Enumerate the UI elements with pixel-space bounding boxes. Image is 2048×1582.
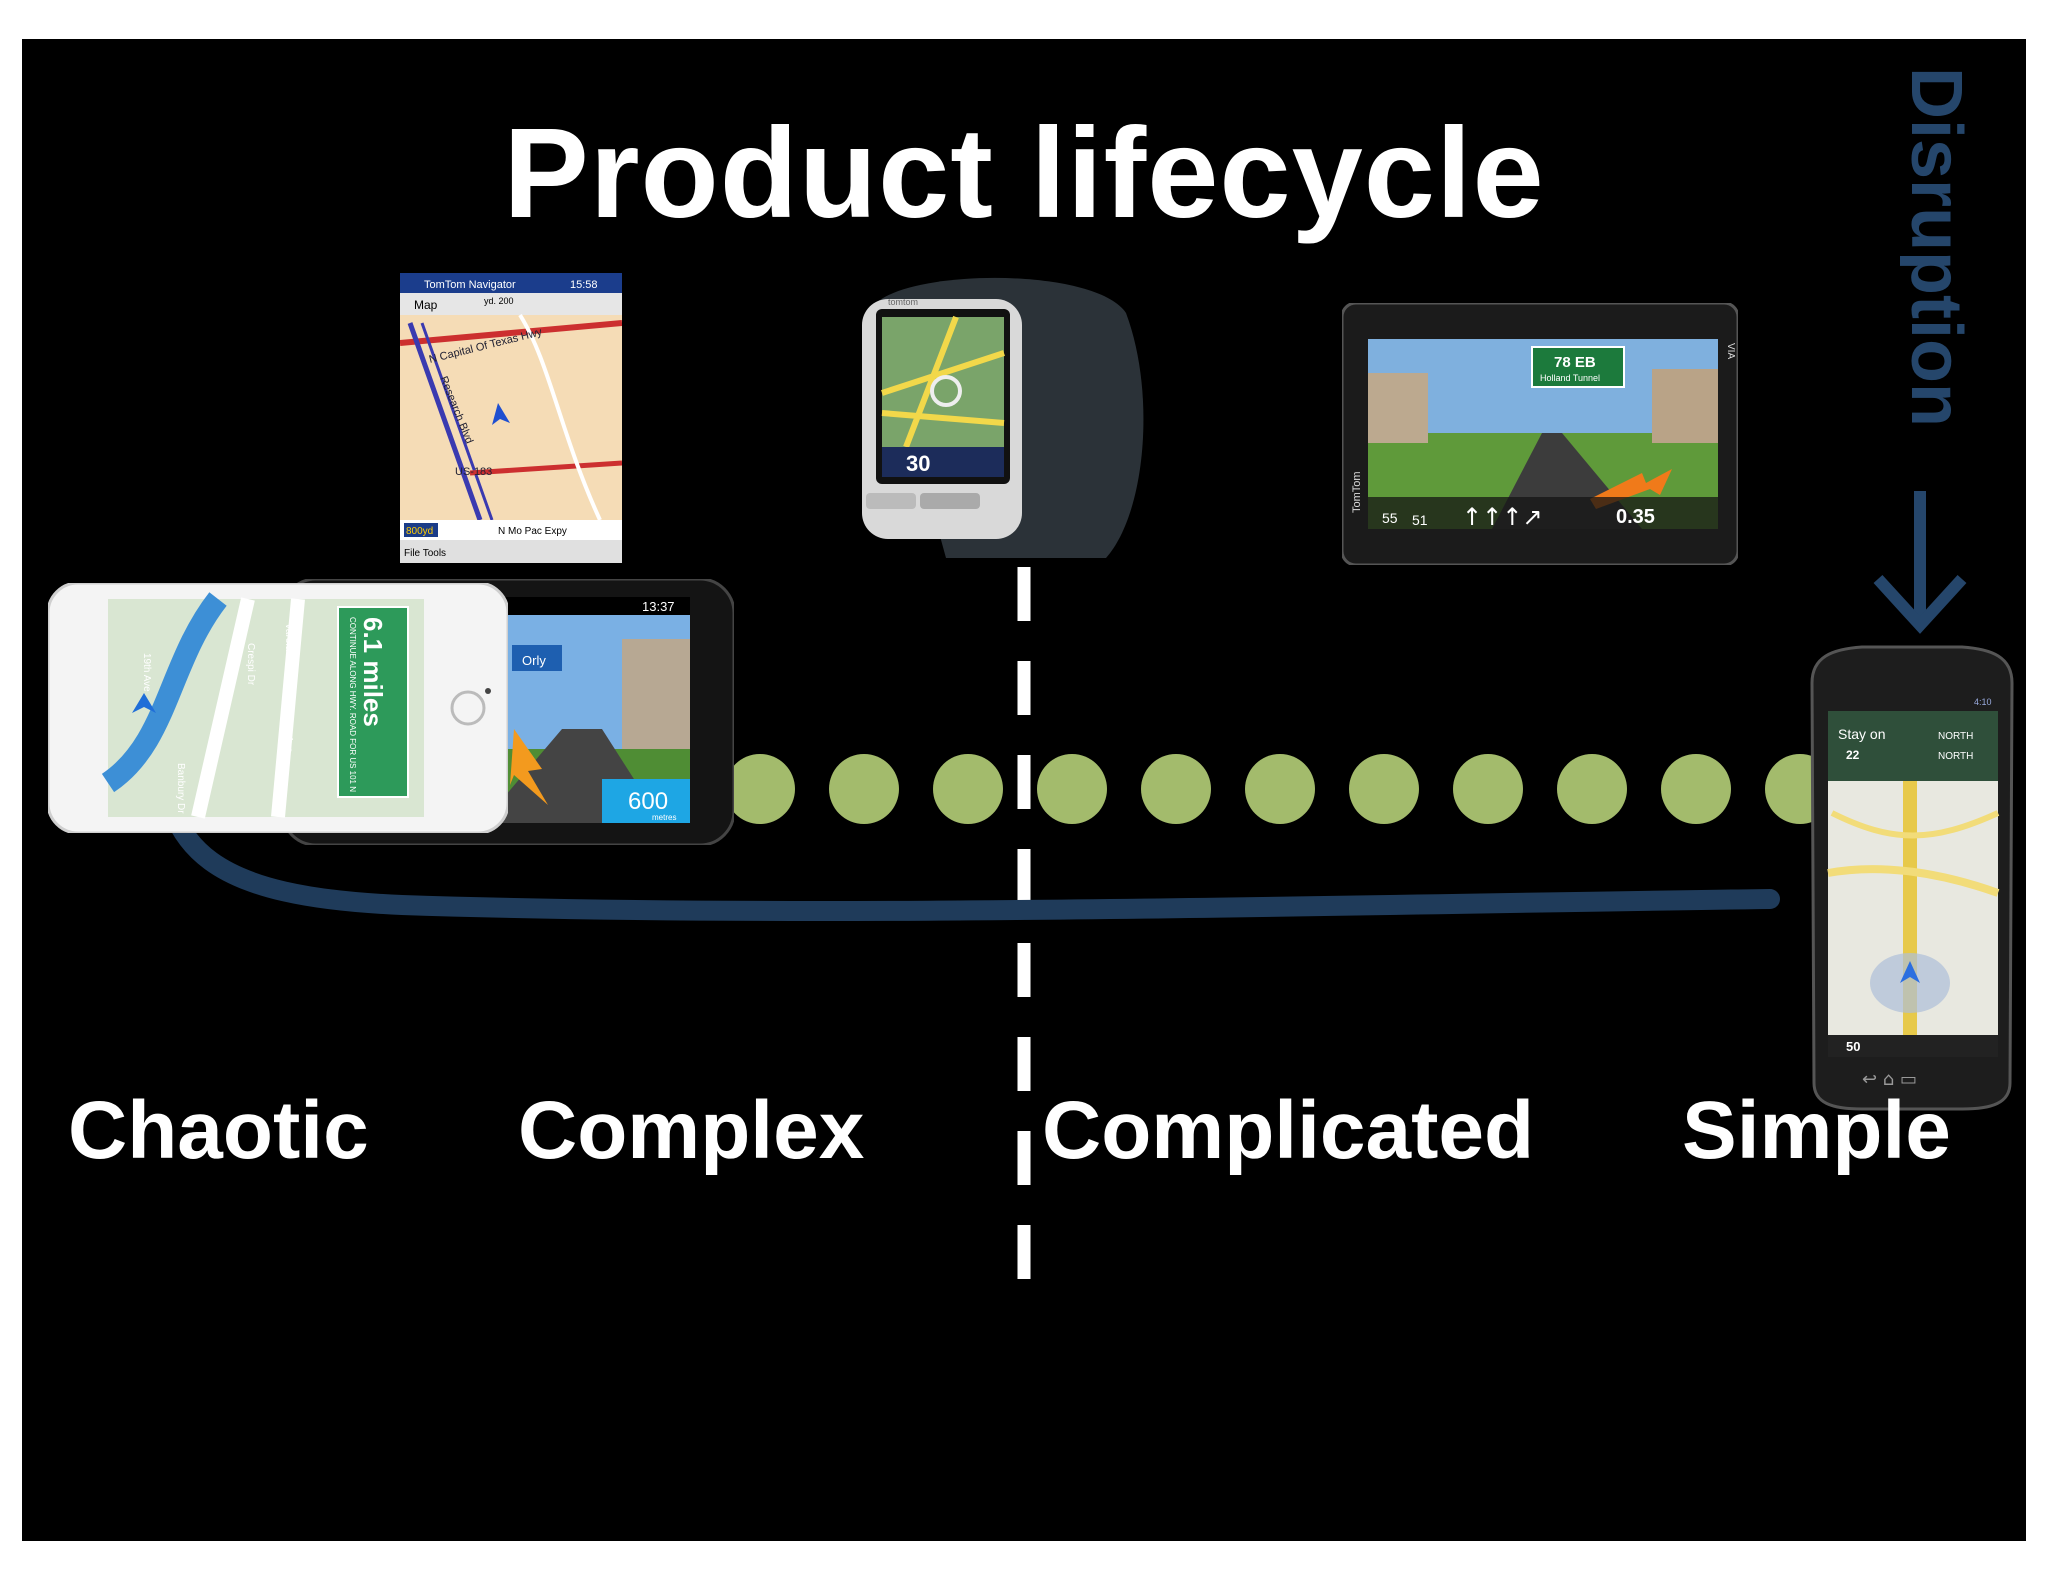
tomtom-go-speed: 30 <box>906 451 930 476</box>
timeline-dot <box>1037 754 1107 824</box>
timeline-dot <box>829 754 899 824</box>
android-unit: metres <box>652 813 676 822</box>
iphone-street-5: 19th Ave <box>141 653 152 692</box>
via-limit: 55 <box>1382 510 1398 526</box>
via-speed: 51 <box>1412 512 1428 528</box>
slide-title: Product lifecycle <box>503 102 1545 245</box>
cycle-curve <box>152 724 1780 922</box>
tomtom-go-device: 30 tomtom <box>836 273 1156 563</box>
nexus-dir-2: NORTH <box>1938 751 1973 762</box>
nexus-dist: 22 <box>1846 748 1860 762</box>
timeline-dot <box>725 754 795 824</box>
stage-chaotic: Chaotic <box>68 1085 369 1176</box>
android-turn-arrow-icon <box>510 729 548 805</box>
iphone-street-3: Holloway Ave <box>283 693 294 753</box>
iphone-street-2: Varela Ave <box>283 623 294 671</box>
android-time: 13:37 <box>642 599 675 614</box>
disruption-label-box: Disruption <box>1900 67 1970 427</box>
via-lane-arrows-icon: ↑↑↑↗ <box>1462 503 1542 531</box>
stage-complex: Complex <box>518 1085 865 1176</box>
nexus-position-icon <box>1900 961 1920 983</box>
pda-menu: Map <box>414 298 438 312</box>
android-distance: 600 <box>628 788 668 815</box>
iphone-nav: 6.1 miles CONTINUE ALONG HWY. ROAD FOR U… <box>46 581 510 835</box>
stage-complicated: Complicated <box>1042 1085 1535 1176</box>
timeline-dot <box>1661 754 1731 824</box>
timeline-dot <box>933 754 1003 824</box>
tomtom-via-device: 78 EB Holland Tunnel 55 51 ↑↑↑↗ 0.35 Tom… <box>1340 301 1740 567</box>
timeline-dot <box>1141 754 1211 824</box>
tomtom-go-brand: tomtom <box>888 297 918 307</box>
nexus-time: 4:10 <box>1974 697 1992 707</box>
iphone-distance: 6.1 miles <box>358 617 388 727</box>
pda-scale: yd. 200 <box>484 296 514 306</box>
nexus-dir-1: NORTH <box>1938 731 1973 742</box>
stage-simple: Simple <box>1682 1085 1951 1176</box>
timeline-dot <box>1557 754 1627 824</box>
android-sign: Orly <box>522 653 546 668</box>
via-distance: 0.35 <box>1616 506 1655 528</box>
timeline-dot <box>1349 754 1419 824</box>
nexus-nav-buttons-icon: ↩ ⌂ ▭ <box>1862 1069 1917 1090</box>
pda-distance: 800yd <box>406 526 433 537</box>
iphone-position-icon <box>132 693 156 713</box>
via-sign-dest: Holland Tunnel <box>1540 373 1600 383</box>
disruption-label: Disruption <box>1900 67 1970 427</box>
via-brand: TomTom <box>1351 471 1363 513</box>
nexus-instruction: Stay on <box>1838 726 1885 742</box>
iphone-instruction: CONTINUE ALONG HWY. ROAD FOR US 101 N <box>348 617 357 792</box>
pda-navigator: TomTom Navigator 15:58 Map yd. 200 N Cap… <box>399 273 623 563</box>
timeline-dot <box>1453 754 1523 824</box>
slide: Product lifecycle Disruption TomTom Navi… <box>22 39 2026 1541</box>
via-model: VIA <box>1725 343 1736 359</box>
pda-road-3: US-183 <box>455 466 492 478</box>
pda-clock: 15:58 <box>570 279 598 291</box>
galaxy-nexus-phone: Stay on NORTH 22 NORTH 4:10 50 ↩ ⌂ ▭ <box>1802 643 2020 1113</box>
pda-position-icon <box>492 403 510 425</box>
disruption-arrow-head <box>1873 574 1967 634</box>
pda-bottom-menu: File Tools <box>404 548 446 559</box>
iphone-street-1: Crespi Dr <box>245 643 256 686</box>
timeline-dot <box>1245 754 1315 824</box>
pda-app-title: TomTom Navigator <box>424 279 516 291</box>
nexus-speed: 50 <box>1846 1039 1860 1054</box>
iphone-street-4: Banbury Dr <box>175 763 186 814</box>
via-sign-road: 78 EB <box>1554 354 1596 371</box>
pda-street: N Mo Pac Expy <box>498 526 567 537</box>
